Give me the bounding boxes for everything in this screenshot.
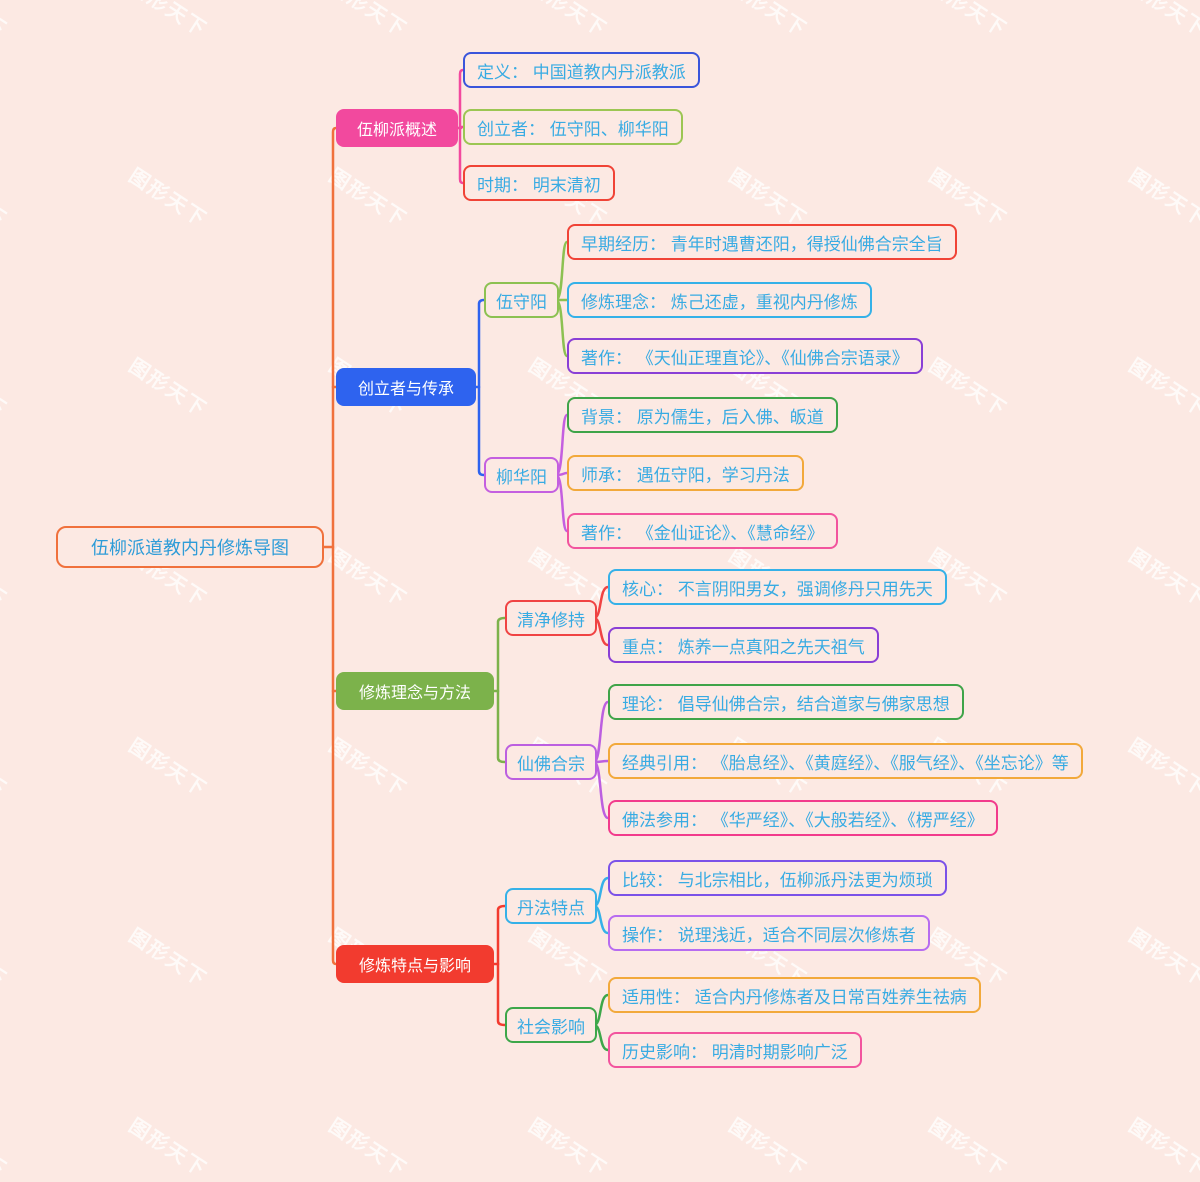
watermark-text: 图形天下 (724, 1115, 811, 1182)
watermark-text: 图形天下 (1124, 1115, 1200, 1182)
watermark-text: 图形天下 (324, 1115, 411, 1182)
watermark-text: 图形天下 (124, 1115, 211, 1182)
leaf-historical-impact[interactable]: 历史影响： 明清时期影响广泛 (608, 1032, 862, 1068)
subtopic-xianfo-hezong[interactable]: 仙佛合宗 (505, 744, 597, 780)
leaf-background[interactable]: 背景： 原为儒生，后入佛、皈道 (567, 397, 838, 433)
branch4-bracket (492, 904, 507, 1027)
branch2-bracket (474, 298, 486, 477)
branch3-bracket (492, 616, 507, 764)
leaf-buddhist-texts[interactable]: 佛法参用： 《华严经》、《大般若经》、《楞严经》 (608, 800, 998, 836)
subtopic-danfa-tedian[interactable]: 丹法特点 (505, 888, 597, 924)
leaf-definition[interactable]: 定义： 中国道教内丹派教派 (463, 52, 700, 88)
leaf-liu-works[interactable]: 著作： 《金仙证论》、《慧命经》 (567, 513, 838, 549)
leaf-founders[interactable]: 创立者： 伍守阳、柳华阳 (463, 109, 683, 145)
leaf-operation[interactable]: 操作： 说理浅近，适合不同层次修炼者 (608, 915, 930, 951)
leaf-focus[interactable]: 重点： 炼养一点真阳之先天祖气 (608, 627, 879, 663)
trunk-connector (322, 126, 338, 966)
leaf-theory[interactable]: 理论： 倡导仙佛合宗，结合道家与佛家思想 (608, 684, 964, 720)
subtopic-wushouyang[interactable]: 伍守阳 (484, 282, 559, 318)
leaf-early-experience[interactable]: 早期经历： 青年时遇曹还阳，得授仙佛合宗全旨 (567, 224, 957, 260)
leaf-wu-works[interactable]: 著作： 《天仙正理直论》、《仙佛合宗语录》 (567, 338, 923, 374)
subtopic-qingjing-xiuchi[interactable]: 清净修持 (505, 600, 597, 636)
leaf-mentorship[interactable]: 师承： 遇伍守阳，学习丹法 (567, 455, 804, 491)
watermark-text: 图形天下 (524, 1115, 611, 1182)
branch-node-influence[interactable]: 修炼特点与影响 (336, 945, 494, 983)
subtopic-liuhuayang[interactable]: 柳华阳 (484, 457, 559, 493)
leaf-applicability[interactable]: 适用性： 适合内丹修炼者及日常百姓养生祛病 (608, 977, 981, 1013)
leaf-period[interactable]: 时期： 明末清初 (463, 165, 615, 201)
branch-node-founders-lineage[interactable]: 创立者与传承 (336, 368, 476, 406)
branch-node-overview[interactable]: 伍柳派概述 (336, 109, 458, 147)
watermark-text: 图形天下 (924, 1115, 1011, 1182)
subtopic-shehui-yingxiang[interactable]: 社会影响 (505, 1007, 597, 1043)
leaf-classics-cited[interactable]: 经典引用： 《胎息经》、《黄庭经》、《服气经》、《坐忘论》等 (608, 743, 1083, 779)
leaf-core[interactable]: 核心： 不言阴阳男女，强调修丹只用先天 (608, 569, 947, 605)
leaf-cultivation-idea[interactable]: 修炼理念： 炼己还虚，重视内丹修炼 (567, 282, 872, 318)
branch1-bracket (456, 68, 465, 185)
root-node[interactable]: 伍柳派道教内丹修炼导图 (56, 526, 324, 568)
branch-node-methods[interactable]: 修炼理念与方法 (336, 672, 494, 710)
leaf-comparison[interactable]: 比较： 与北宗相比，伍柳派丹法更为烦琐 (608, 860, 947, 896)
watermark-text: 图形天下 (0, 1115, 11, 1182)
